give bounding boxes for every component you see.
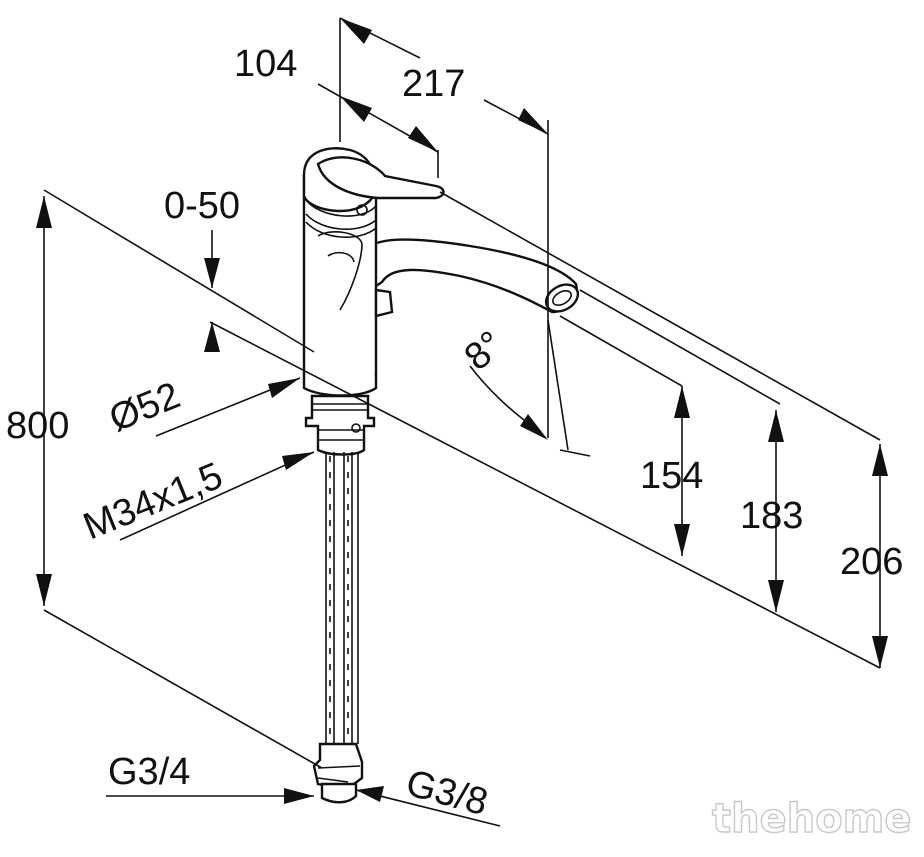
dim-g3-4: G3/4 bbox=[108, 751, 190, 793]
dim-217: 217 bbox=[402, 63, 465, 105]
dim-183: 183 bbox=[740, 495, 803, 537]
dim-0-50: 0-50 bbox=[164, 185, 240, 227]
dimension-labels: 104 217 0-50 800 Ø52 M34x1,5 8° 154 183 … bbox=[6, 43, 903, 824]
faucet bbox=[302, 147, 580, 804]
dim-104: 104 bbox=[234, 43, 297, 85]
dim-154: 154 bbox=[640, 455, 703, 497]
watermark-logo: thehome bbox=[712, 796, 912, 842]
arrowheads bbox=[36, 18, 888, 804]
dimension-lines bbox=[43, 17, 881, 827]
dim-m34: M34x1,5 bbox=[78, 455, 229, 549]
dim-8-degrees: 8° bbox=[457, 323, 512, 379]
dim-800: 800 bbox=[6, 405, 69, 447]
dim-g3-8: G3/8 bbox=[402, 762, 492, 824]
dim-diameter-52: Ø52 bbox=[104, 374, 186, 440]
dim-206: 206 bbox=[840, 541, 903, 583]
